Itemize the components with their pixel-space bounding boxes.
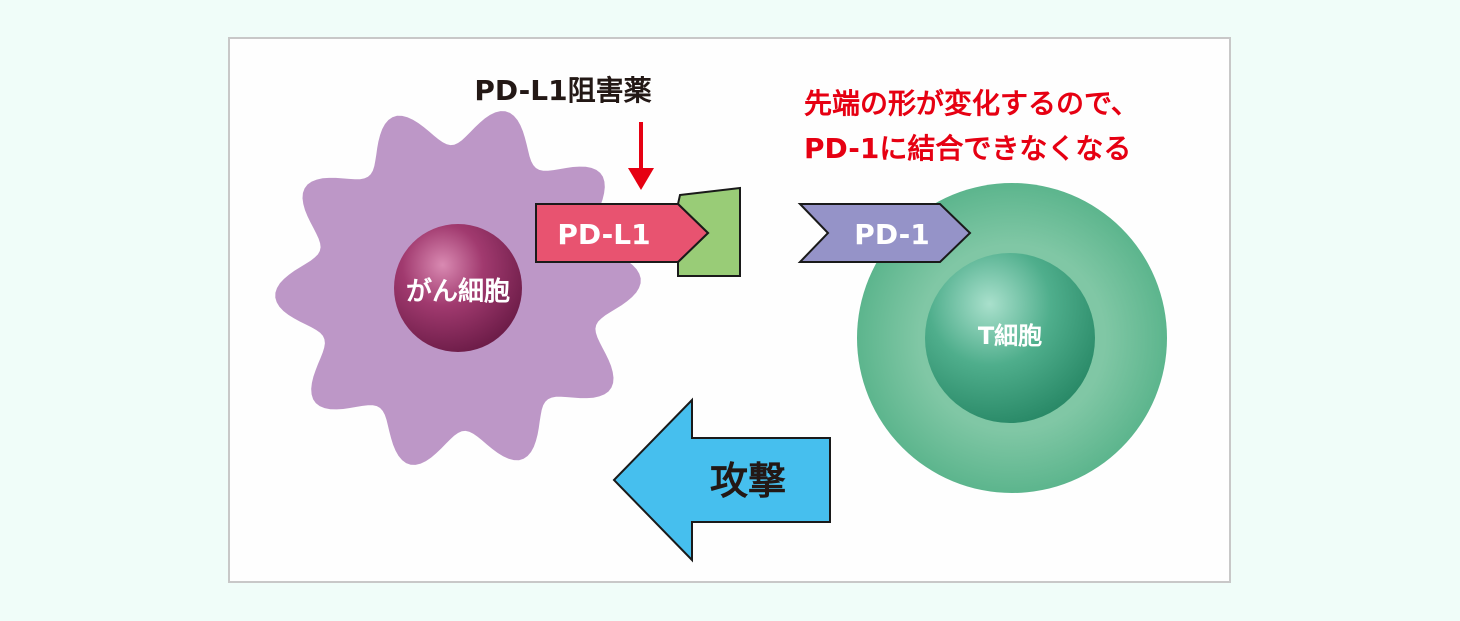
drug-arrow-head	[628, 168, 654, 190]
note-line-2: PD-1に結合できなくなる	[804, 132, 1131, 165]
note-line-1: 先端の形が変化するので、	[804, 87, 1139, 120]
cancer-cell-label: がん細胞	[406, 276, 510, 307]
t-cell-label: T細胞	[978, 322, 1042, 350]
pdl1-shape	[535, 203, 710, 263]
attack-arrow	[612, 397, 831, 563]
pdl1-label: PD-L1	[557, 218, 650, 251]
attack-label: 攻撃	[710, 459, 786, 503]
drug-label: PD-L1阻害薬	[474, 74, 651, 107]
cancer-cell-nucleus	[394, 224, 522, 352]
pd1-label: PD-1	[854, 218, 929, 251]
t-cell-nucleus	[925, 253, 1095, 423]
pd1-shape	[797, 203, 972, 263]
